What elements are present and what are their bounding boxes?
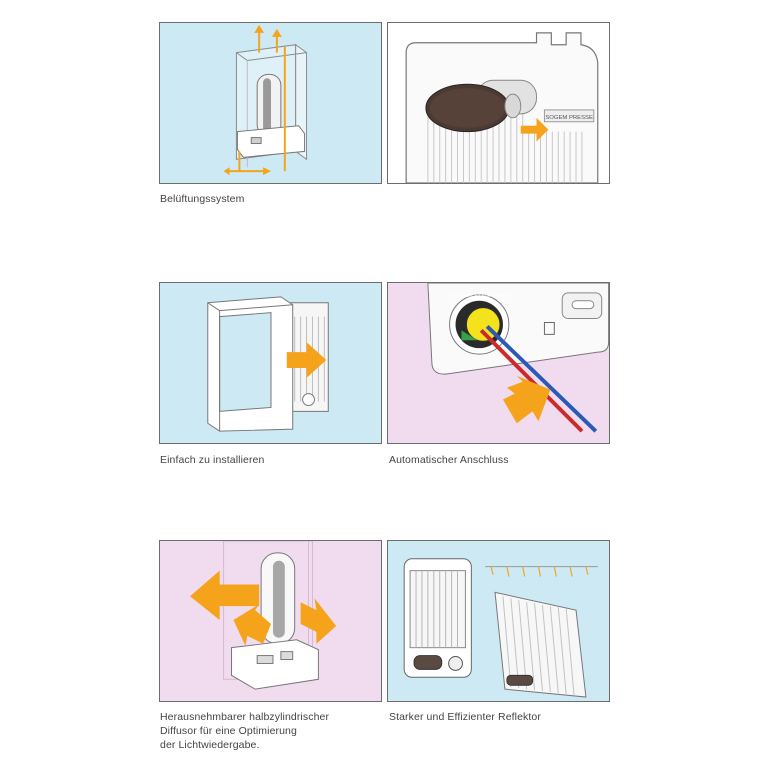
caption-install: Einfach zu installieren — [160, 454, 265, 466]
caption-ventilation: Belüftungssystem — [160, 193, 245, 205]
ventilation-illustration — [223, 24, 308, 176]
caption-connection: Automatischer Anschluss — [389, 454, 509, 466]
orange-arrow-icon — [300, 598, 337, 644]
caption-diffuser-line3: der Lichtwiedergabe. — [160, 739, 260, 751]
panel-reflector — [387, 540, 610, 702]
caption-diffuser-line1: Herausnehmbarer halbzylindrischer — [160, 711, 330, 723]
caption-reflector: Starker und Effizienter Reflektor — [389, 711, 541, 723]
orange-arrow-icon — [520, 117, 549, 142]
connector-ring-label: POUSSER ET ENFONCER — [449, 293, 510, 299]
caption-diffuser-line2: Diffusor für eine Optimierung — [160, 725, 297, 737]
switch-illustration: SOGEM PRESSE — [405, 32, 599, 183]
panel-connection: POUSSER ET ENFONCER — [387, 282, 610, 444]
reflector-illustration — [403, 558, 598, 698]
orange-arrow-icon — [233, 604, 271, 646]
panel-install — [159, 282, 382, 444]
brand-plate-label: SOGEM PRESSE — [545, 115, 593, 121]
panel-switch: SOGEM PRESSE — [387, 22, 610, 184]
orange-arrow-icon — [190, 570, 260, 621]
install-illustration — [207, 296, 329, 432]
panel-ventilation — [159, 22, 382, 184]
diffuser-illustration — [190, 541, 337, 690]
panel-diffuser — [159, 540, 382, 702]
orange-arrow-icon — [502, 375, 551, 424]
connection-illustration: POUSSER ET ENFONCER — [427, 283, 609, 433]
orange-arrow-icon — [286, 342, 327, 378]
